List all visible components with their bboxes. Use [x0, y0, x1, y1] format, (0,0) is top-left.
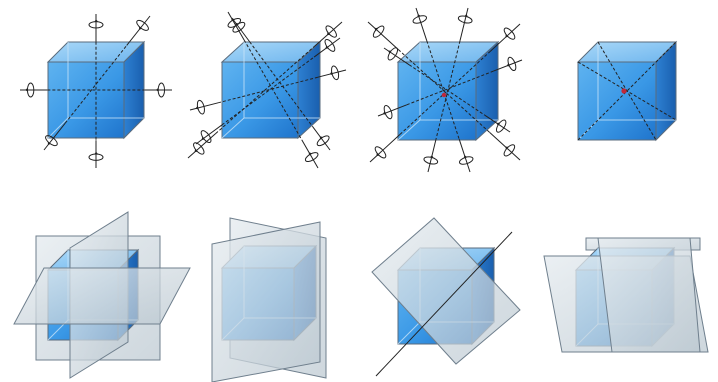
mirror-plane-horizontal — [14, 268, 190, 324]
figure-inversion-center — [578, 42, 676, 140]
figures-layer — [14, 8, 708, 382]
mirror-plane-inner — [598, 238, 700, 352]
rotation-arrowhead — [95, 152, 99, 154]
rotation-arrowhead — [156, 88, 158, 92]
figure-threefold-axes — [368, 8, 522, 172]
mirror-plane-diagonal — [372, 218, 520, 364]
inversion-center-dot — [621, 88, 626, 93]
figure-vertical-mirror-planes — [212, 218, 326, 382]
figure-horizontal-diagonal-plane — [544, 238, 708, 352]
figure-twofold-axes — [188, 12, 346, 168]
axis-outer-segment — [416, 8, 427, 41]
figure-fourfold-axes — [20, 14, 172, 168]
cube-front-face — [222, 62, 298, 138]
center-dot — [442, 93, 446, 97]
rotation-arrowhead — [25, 88, 27, 92]
axis-outer-segment — [460, 8, 468, 41]
rotation-arrowhead — [95, 19, 99, 21]
figure-axial-mirror-planes — [14, 212, 190, 378]
figure-diagonal-mirror-plane — [372, 218, 520, 376]
mirror-plane-diagonal-b — [212, 222, 320, 382]
